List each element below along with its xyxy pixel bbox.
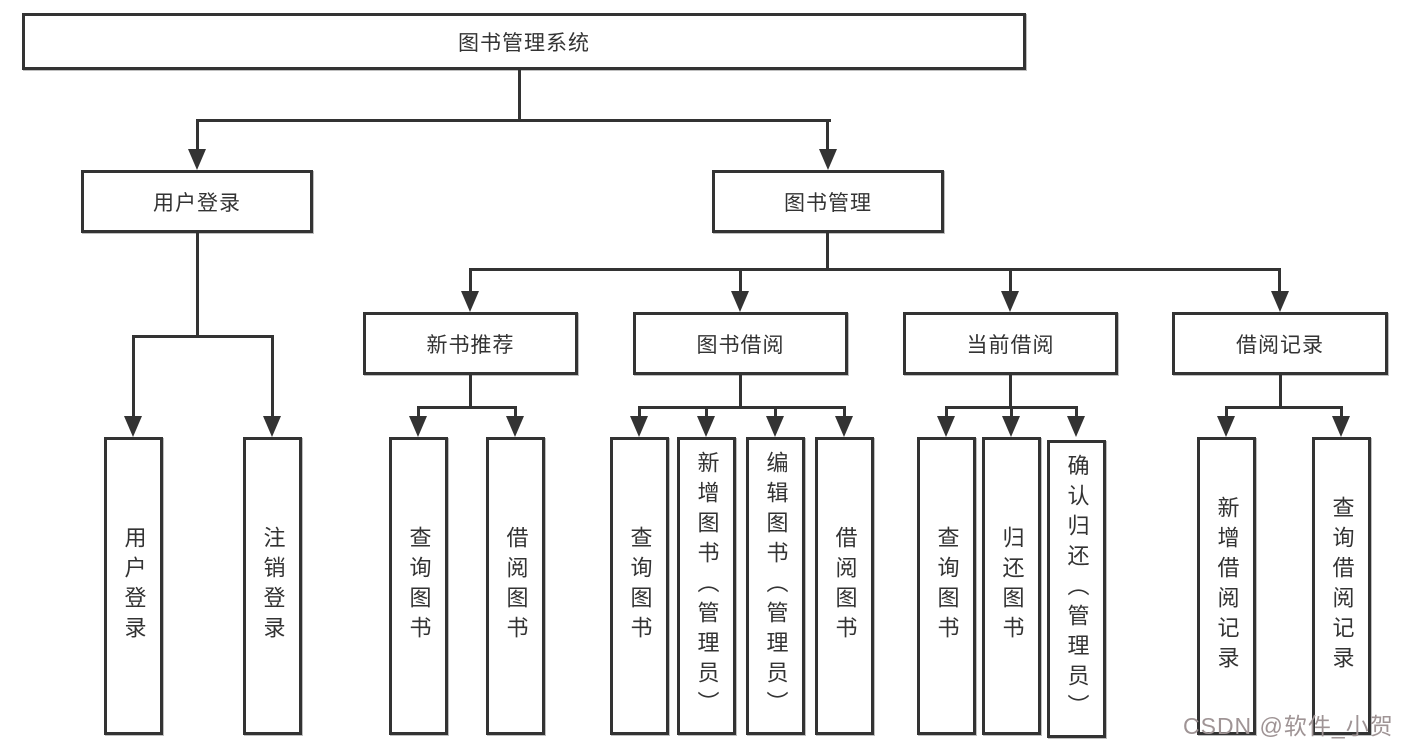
node-rec-query-book: 查询图书 — [389, 437, 448, 735]
node-label: 新增借阅记录 — [1214, 496, 1240, 676]
arrowhead-leaf-logout — [263, 416, 281, 437]
connector-leaf-logout-stem — [271, 335, 274, 427]
arrowhead-rec-borrow — [506, 416, 524, 437]
arrowhead-cb-return — [1002, 416, 1020, 437]
node-label: 借阅图书 — [503, 526, 529, 646]
connector-root-stem — [518, 70, 521, 121]
node-book-borrow: 图书借阅 — [633, 312, 848, 375]
arrowhead-br-add — [1217, 416, 1235, 437]
arrowhead-new-book-rec — [461, 291, 479, 312]
connector-l3-stem-3 — [1009, 268, 1012, 304]
node-current-borrow: 当前借阅 — [903, 312, 1118, 375]
node-bb-add-book: 新增图书（管理员） — [677, 437, 736, 735]
arrowhead-bb-borrow — [835, 416, 853, 437]
node-label: 归还图书 — [999, 526, 1025, 646]
node-cb-return-book: 归还图书 — [982, 437, 1041, 735]
arrowhead-current-borrow — [1001, 291, 1019, 312]
node-label: 借阅图书 — [832, 526, 858, 646]
arrowhead-cb-confirm — [1067, 416, 1085, 437]
node-cb-confirm-return: 确认归还（管理员） — [1047, 440, 1106, 738]
arrowhead-br-query — [1332, 416, 1350, 437]
arrowhead-bb-add — [697, 416, 715, 437]
arrowhead-bb-query — [630, 416, 648, 437]
arrowhead-book-borrow — [731, 291, 749, 312]
connector-l3-stem-4 — [1278, 268, 1281, 304]
arrowhead-user-login — [188, 149, 206, 170]
node-label: 查询借阅记录 — [1329, 496, 1355, 676]
node-label: 查询图书 — [934, 526, 960, 646]
node-rec-borrow-book: 借阅图书 — [486, 437, 545, 735]
node-label: 编辑图书（管理员） — [763, 451, 789, 721]
connector-user-login-stem — [196, 233, 199, 337]
node-label: 注销登录 — [260, 526, 286, 646]
connector-rec-bar — [417, 406, 517, 409]
node-leaf-logout: 注销登录 — [243, 437, 302, 735]
connector-l2-stem-right — [826, 119, 829, 159]
arrowhead-rec-query — [409, 416, 427, 437]
connector-user-login-bar — [132, 335, 274, 338]
arrowhead-book-mgmt — [819, 149, 837, 170]
node-new-book-rec: 新书推荐 — [363, 312, 578, 375]
node-book-mgmt: 图书管理 — [712, 170, 944, 233]
node-bb-edit-book: 编辑图书（管理员） — [746, 437, 805, 735]
node-root: 图书管理系统 — [22, 13, 1026, 70]
node-label: 新增图书（管理员） — [694, 451, 720, 721]
connector-bb-bar — [638, 406, 846, 409]
connector-br-stem — [1279, 375, 1282, 409]
node-bb-query-book: 查询图书 — [610, 437, 669, 735]
arrowhead-cb-query — [937, 416, 955, 437]
connector-rec-stem — [469, 375, 472, 409]
node-leaf-user-login: 用户登录 — [104, 437, 163, 735]
node-cb-query-book: 查询图书 — [917, 437, 976, 735]
connector-l3-stem-2 — [739, 268, 742, 304]
node-label: 确认归还（管理员） — [1064, 454, 1090, 724]
node-user-login: 用户登录 — [81, 170, 313, 233]
connector-bb-stem — [739, 375, 742, 409]
node-br-query-record: 查询借阅记录 — [1312, 437, 1371, 735]
connector-l3-stem-1 — [469, 268, 472, 304]
connector-l3-bar — [469, 268, 1281, 271]
node-label: 查询图书 — [406, 526, 432, 646]
arrowhead-bb-edit — [766, 416, 784, 437]
node-borrow-records: 借阅记录 — [1172, 312, 1388, 375]
node-label: 用户登录 — [121, 526, 147, 646]
connector-l2-bar — [196, 119, 831, 122]
arrowhead-borrow-records — [1271, 291, 1289, 312]
watermark-text: CSDN @软件_小贺同学 — [1183, 713, 1394, 739]
connector-book-mgmt-stem — [826, 233, 829, 271]
connector-cb-stem — [1009, 375, 1012, 409]
connector-leaf-login-stem — [132, 335, 135, 427]
connector-br-bar — [1225, 406, 1343, 409]
node-br-add-record: 新增借阅记录 — [1197, 437, 1256, 735]
node-bb-borrow-book: 借阅图书 — [815, 437, 874, 735]
arrowhead-leaf-login — [124, 416, 142, 437]
connector-l2-stem-left — [196, 119, 199, 159]
node-label: 查询图书 — [627, 526, 653, 646]
